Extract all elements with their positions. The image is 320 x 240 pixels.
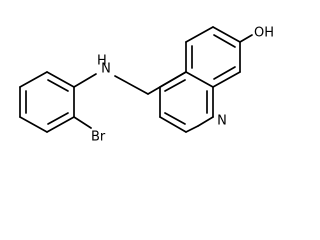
- bond-c5-ch2: [147, 71, 187, 95]
- bond-n-c1: [73, 73, 97, 88]
- atom-label-br: Br: [91, 130, 106, 145]
- bond-c8-o: [239, 34, 253, 43]
- bond-c5p-c6p: [19, 71, 48, 88]
- atom-label-nh-h: H: [97, 54, 107, 69]
- bond-c3p-c4p: [19, 116, 48, 133]
- bond-c8a-c4a: [185, 71, 214, 88]
- bond-c6p-c1-inner: [47, 79, 69, 92]
- atom-label-oh: OH: [254, 26, 274, 41]
- molecule-structure: OH H N N Br: [19, 26, 274, 145]
- bond-c6-c7: [212, 26, 241, 43]
- bond-c2p-c3p-inner: [47, 112, 69, 125]
- bond-c2p-c3p: [46, 116, 75, 133]
- bonds: [19, 26, 253, 133]
- atom-label-ring-n: N: [217, 114, 227, 129]
- bond-ch2-n: [114, 75, 149, 95]
- bond-n1-c2: [197, 116, 214, 127]
- bond-c8-c8a-inner: [213, 66, 236, 80]
- bond-c6-c7-inner: [213, 34, 236, 48]
- bond-c2-c3-inner: [164, 112, 186, 125]
- bond-c5-c6: [185, 26, 214, 43]
- bond-c2p-br: [73, 116, 92, 129]
- bond-c2-c3: [159, 116, 187, 133]
- atom-label-nh-n: N: [101, 62, 111, 77]
- bond-c4-c4a-inner: [164, 79, 186, 92]
- bond-c8-c8a: [212, 71, 241, 88]
- atom-labels: OH H N N Br: [91, 26, 274, 145]
- bond-n1-c2-lower: [185, 125, 199, 133]
- bond-c6p-c1: [46, 71, 75, 88]
